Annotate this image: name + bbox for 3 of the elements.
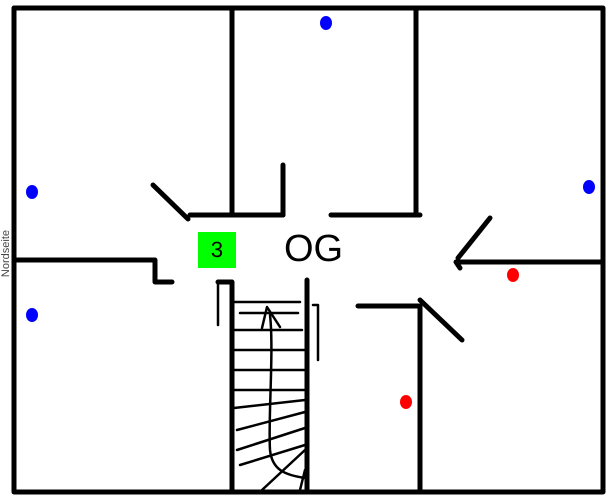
room-number-box: 3 — [198, 232, 236, 268]
side-label: Nordseite — [1, 230, 12, 278]
floor-label: OG — [284, 230, 344, 268]
